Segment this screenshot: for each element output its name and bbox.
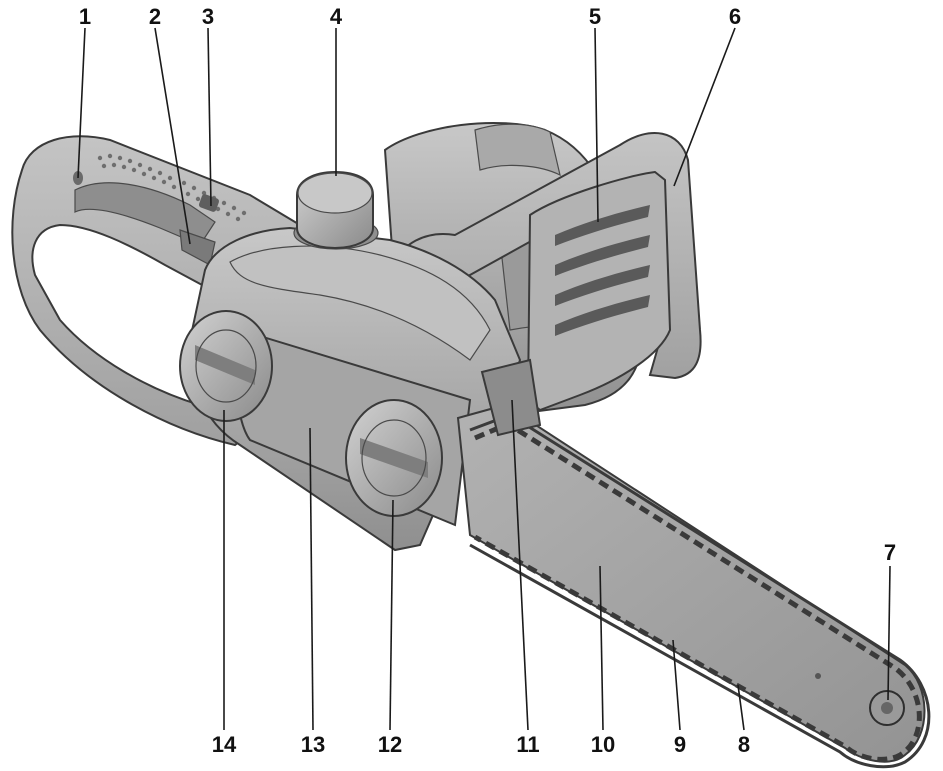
chain-sprocket [869, 690, 905, 726]
callout-1: 1 [79, 4, 91, 29]
callout-numbers: 1 2 3 4 5 6 7 8 9 10 11 12 13 14 [79, 4, 896, 757]
chain-catcher [480, 358, 542, 437]
callout-2: 2 [149, 4, 161, 29]
callout-12: 12 [378, 732, 402, 757]
callout-4: 4 [330, 4, 343, 29]
callout-10: 10 [591, 732, 615, 757]
hand-guard [526, 170, 672, 412]
callout-9: 9 [674, 732, 686, 757]
callout-5: 5 [589, 4, 601, 29]
chain-tension-knob-rear [179, 310, 273, 422]
guide-bar [456, 403, 926, 763]
oil-tank-cap [293, 170, 379, 250]
callout-8: 8 [738, 732, 750, 757]
callout-11: 11 [516, 732, 539, 757]
callout-3: 3 [202, 4, 214, 29]
callout-6: 6 [729, 4, 741, 29]
saw-chain [469, 413, 931, 769]
grip-texture [97, 153, 247, 222]
callout-14: 14 [212, 732, 237, 757]
callout-13: 13 [301, 732, 325, 757]
lock-off-button [198, 194, 220, 212]
callout-7: 7 [884, 540, 896, 565]
chain-tension-knob-front [345, 399, 443, 517]
leader-lines [77, 27, 891, 731]
